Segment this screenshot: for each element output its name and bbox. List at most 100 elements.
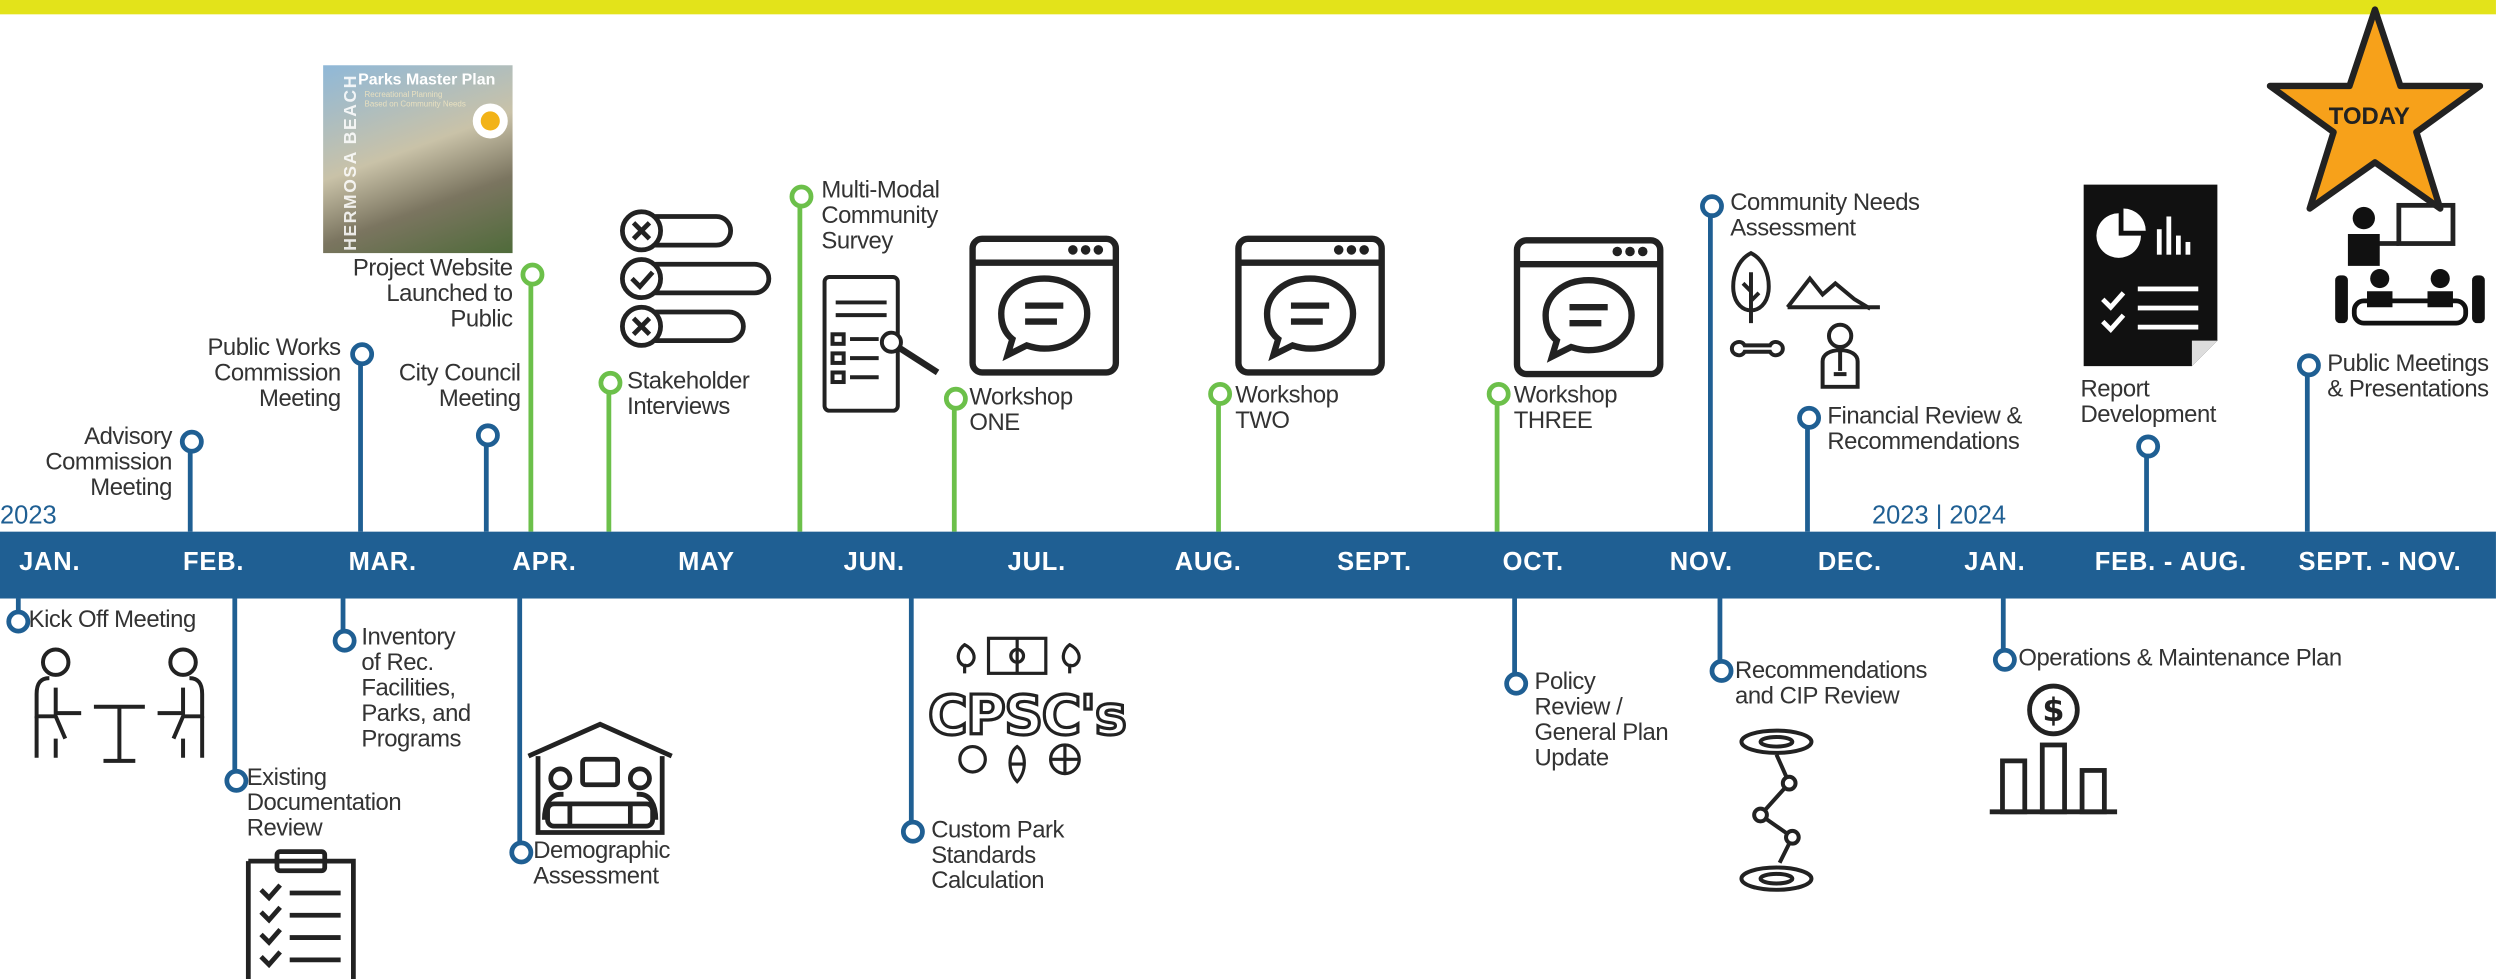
parks-master-plan-cover[interactable]: Parks Master Plan Recreational Planning … <box>323 65 513 254</box>
park-standards-icon <box>956 636 1081 784</box>
stem-inventory <box>340 598 346 631</box>
marker-operations[interactable] <box>1992 647 2017 672</box>
stem-existing-docs <box>232 598 238 771</box>
marker-recommendations[interactable] <box>1709 659 1734 683</box>
month-jan-2024: JAN. <box>1964 549 2026 577</box>
operations-chart-icon: $ <box>1989 683 2118 815</box>
presentation-icon <box>2335 202 2485 326</box>
marker-survey[interactable] <box>789 184 814 209</box>
label-workshop-two: Workshop TWO <box>1235 382 1339 435</box>
marker-policy[interactable] <box>1504 671 1529 696</box>
month-jan-2023: JAN. <box>19 549 81 577</box>
label-survey: Multi-Modal Community Survey <box>821 176 940 255</box>
month-jun: JUN. <box>843 549 905 577</box>
meeting-icon <box>34 647 205 763</box>
cover-side-text: HERMOSA BEACH <box>341 74 361 251</box>
stem-city-council <box>483 439 489 532</box>
year-transition: 2023 | 2024 <box>1871 503 2007 531</box>
stem-kickoff <box>15 598 21 612</box>
label-financial: Financial Review & Recommendations <box>1827 402 2022 456</box>
marker-custom-park[interactable] <box>900 819 925 844</box>
label-policy: Policy Review / General Plan Update <box>1534 668 1669 773</box>
label-city-council: City Council Meeting <box>398 359 521 413</box>
stem-policy <box>1512 598 1517 674</box>
marker-public-meetings[interactable] <box>2296 353 2321 378</box>
month-feb: FEB. <box>183 549 245 577</box>
month-sept: SEPT. <box>1337 549 1412 577</box>
cover-title: Parks Master Plan <box>358 71 496 90</box>
label-public-works: Public Works Commission Meeting <box>207 334 341 413</box>
workshop-chat-icon <box>1513 237 1664 378</box>
label-public-meetings: Public Meetings & Presentations <box>2327 350 2489 403</box>
label-inventory: Inventory of Rec. Facilities, Parks, and… <box>361 623 471 753</box>
marker-financial[interactable] <box>1797 405 1822 430</box>
clipboard-icon <box>245 849 356 979</box>
marker-community-needs[interactable] <box>1700 194 1724 219</box>
today-star-icon <box>2266 6 2484 212</box>
label-workshop-three: Workshop THREE <box>1513 382 1618 435</box>
label-demographic: Demographic Assessment <box>533 837 671 890</box>
month-dec: DEC. <box>1817 549 1882 577</box>
workshop-chat-icon <box>1235 235 1385 376</box>
cpsc-wordmark: CPSC's <box>926 683 1128 750</box>
survey-checklist-icon <box>620 209 772 348</box>
marker-advisory[interactable] <box>179 429 204 454</box>
label-custom-park: Custom Park Standards Calculation <box>931 816 1064 895</box>
marker-workshop-one[interactable] <box>943 386 968 411</box>
label-operations: Operations & Maintenance Plan <box>2018 644 2342 672</box>
stem-survey <box>797 200 803 532</box>
cip-coins-icon <box>1739 728 1814 892</box>
month-aug: AUG. <box>1174 549 1242 577</box>
label-kickoff: Kick Off Meeting <box>28 606 197 634</box>
stem-project-website <box>528 278 534 532</box>
year-start: 2023 <box>0 503 57 531</box>
marker-kickoff[interactable] <box>6 609 31 634</box>
stem-workshop-three <box>1494 397 1500 532</box>
month-jul: JUL. <box>1007 549 1066 577</box>
month-may: MAY <box>678 549 735 577</box>
month-oct: OCT. <box>1502 549 1564 577</box>
stem-financial <box>1805 421 1810 532</box>
marker-demographic[interactable] <box>509 840 534 865</box>
stem-report <box>2144 450 2149 532</box>
label-report: Report Development <box>2080 375 2216 429</box>
marker-stakeholder[interactable] <box>598 370 623 395</box>
month-feb-aug: FEB. - AUG. <box>2094 549 2247 577</box>
marker-project-website[interactable] <box>520 262 545 287</box>
report-icon <box>2083 184 2218 367</box>
svg-text:$: $ <box>2042 691 2064 729</box>
marker-city-council[interactable] <box>475 423 500 448</box>
label-project-website: Project Website Launched to Public <box>352 254 513 333</box>
label-advisory: Advisory Commission Meeting <box>45 423 172 502</box>
marker-inventory[interactable] <box>332 628 357 653</box>
timeline-band <box>0 531 2496 599</box>
stem-operations <box>2000 598 2006 650</box>
month-sept-nov: SEPT. - NOV. <box>2298 549 2462 577</box>
workshop-chat-icon <box>969 235 1120 376</box>
cover-subtitle: Recreational Planning Based on Community… <box>364 90 466 110</box>
label-stakeholder: Stakeholder Interviews <box>627 367 750 421</box>
stem-demographic <box>517 598 523 843</box>
marker-existing-docs[interactable] <box>224 768 249 793</box>
month-nov: NOV. <box>1669 549 1733 577</box>
month-mar: MAR. <box>348 549 417 577</box>
top-accent-bar <box>0 0 2496 15</box>
community-needs-icon <box>1729 250 1880 389</box>
marker-public-works[interactable] <box>350 342 375 367</box>
today-label: TODAY <box>2328 103 2410 131</box>
stem-workshop-one <box>951 402 957 532</box>
stem-custom-park <box>908 598 914 822</box>
stem-stakeholder <box>606 386 612 532</box>
marker-workshop-two[interactable] <box>1208 382 1233 406</box>
label-recommendations: Recommendations and CIP Review <box>1735 657 1927 710</box>
label-existing-docs: Existing Documentation Review <box>246 764 402 843</box>
stem-advisory <box>187 445 193 532</box>
marker-report[interactable] <box>2136 434 2161 459</box>
city-logo-icon <box>472 103 508 139</box>
label-community-needs: Community Needs Assessment <box>1730 189 1920 242</box>
community-house-icon <box>527 721 673 835</box>
label-workshop-one: Workshop ONE <box>969 383 1073 437</box>
marker-workshop-three[interactable] <box>1486 382 1511 406</box>
stem-public-meetings <box>2304 369 2310 532</box>
stem-community-needs <box>1708 210 1713 532</box>
